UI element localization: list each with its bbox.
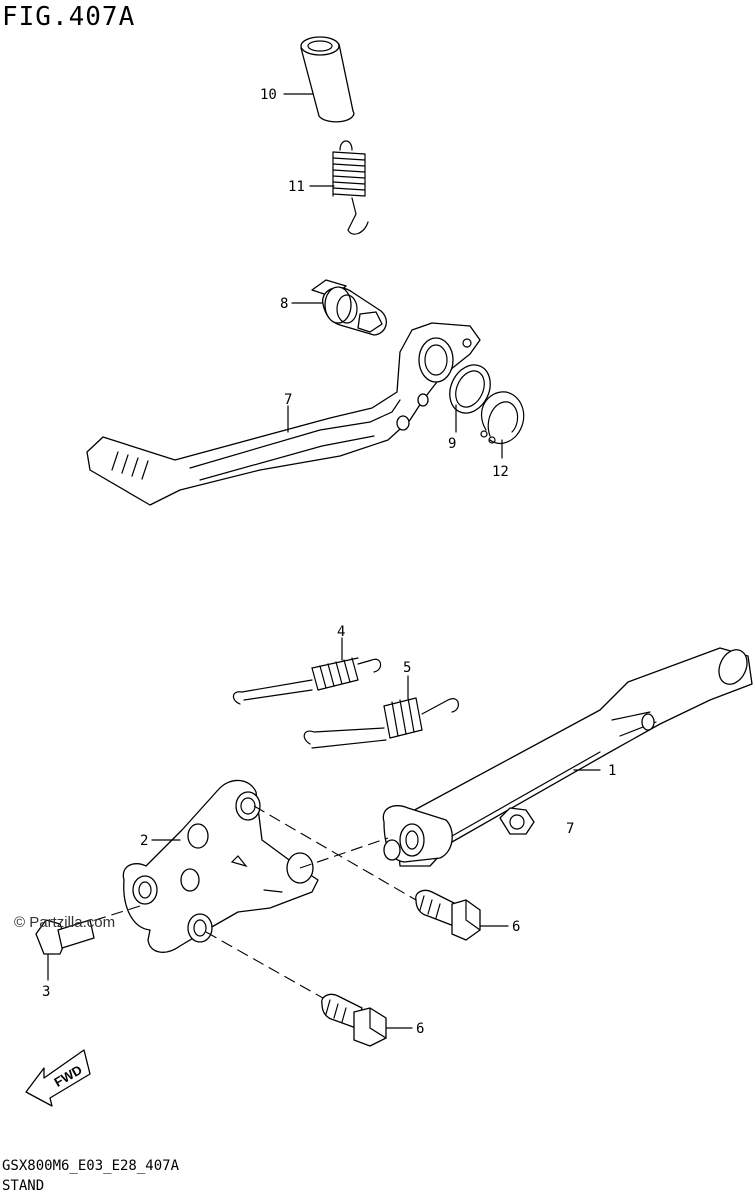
model-code: GSX800M6_E03_E28_407A — [2, 1158, 180, 1174]
callout-10[interactable]: 9 — [448, 436, 456, 452]
side-stand-icon[interactable] — [382, 645, 753, 867]
watermark: © Partzilla.com — [14, 914, 116, 931]
mounting-bolt-icon[interactable] — [415, 889, 481, 941]
gear-shift-lever-icon[interactable] — [86, 322, 481, 506]
washer-icon[interactable] — [442, 358, 498, 419]
stand-nut-icon[interactable] — [499, 807, 535, 835]
callout-3[interactable]: 3 — [42, 984, 50, 1000]
callout-7[interactable]: 7 — [566, 821, 574, 837]
figure-title: FIG.407A — [2, 2, 136, 32]
return-spring-icon[interactable] — [332, 140, 369, 235]
section-name: STAND — [2, 1178, 45, 1194]
circlip-icon[interactable] — [480, 391, 525, 445]
callout-1[interactable]: 1 — [608, 763, 616, 779]
callout-5[interactable]: 5 — [403, 660, 411, 676]
cylinder-collar-icon[interactable] — [300, 36, 355, 123]
inner-spring-icon[interactable] — [232, 657, 382, 705]
stand-bracket-icon[interactable] — [122, 779, 319, 953]
outer-spring-icon[interactable] — [303, 697, 459, 749]
callout-4[interactable]: 4 — [337, 624, 345, 640]
callout-8[interactable]: 7 — [284, 392, 292, 408]
callout-6-upper[interactable]: 6 — [512, 919, 520, 935]
bracket-bolt-icon[interactable] — [35, 919, 95, 955]
callout-13[interactable]: 12 — [492, 464, 509, 480]
callout-9[interactable]: 8 — [280, 296, 288, 312]
callout-2[interactable]: 2 — [140, 833, 148, 849]
fwd-arrow-icon: FWD — [25, 1049, 91, 1107]
assembly-line-upper — [253, 805, 417, 901]
callout-6-lower[interactable]: 6 — [416, 1021, 424, 1037]
assembly-line-middle — [299, 837, 389, 869]
callout-11[interactable]: 10 — [260, 87, 277, 103]
callout-12[interactable]: 11 — [288, 179, 305, 195]
lever-bolt-icon[interactable] — [311, 279, 387, 336]
mounting-bolt-lower-icon[interactable] — [321, 993, 387, 1047]
assembly-line-lower — [205, 931, 331, 1003]
